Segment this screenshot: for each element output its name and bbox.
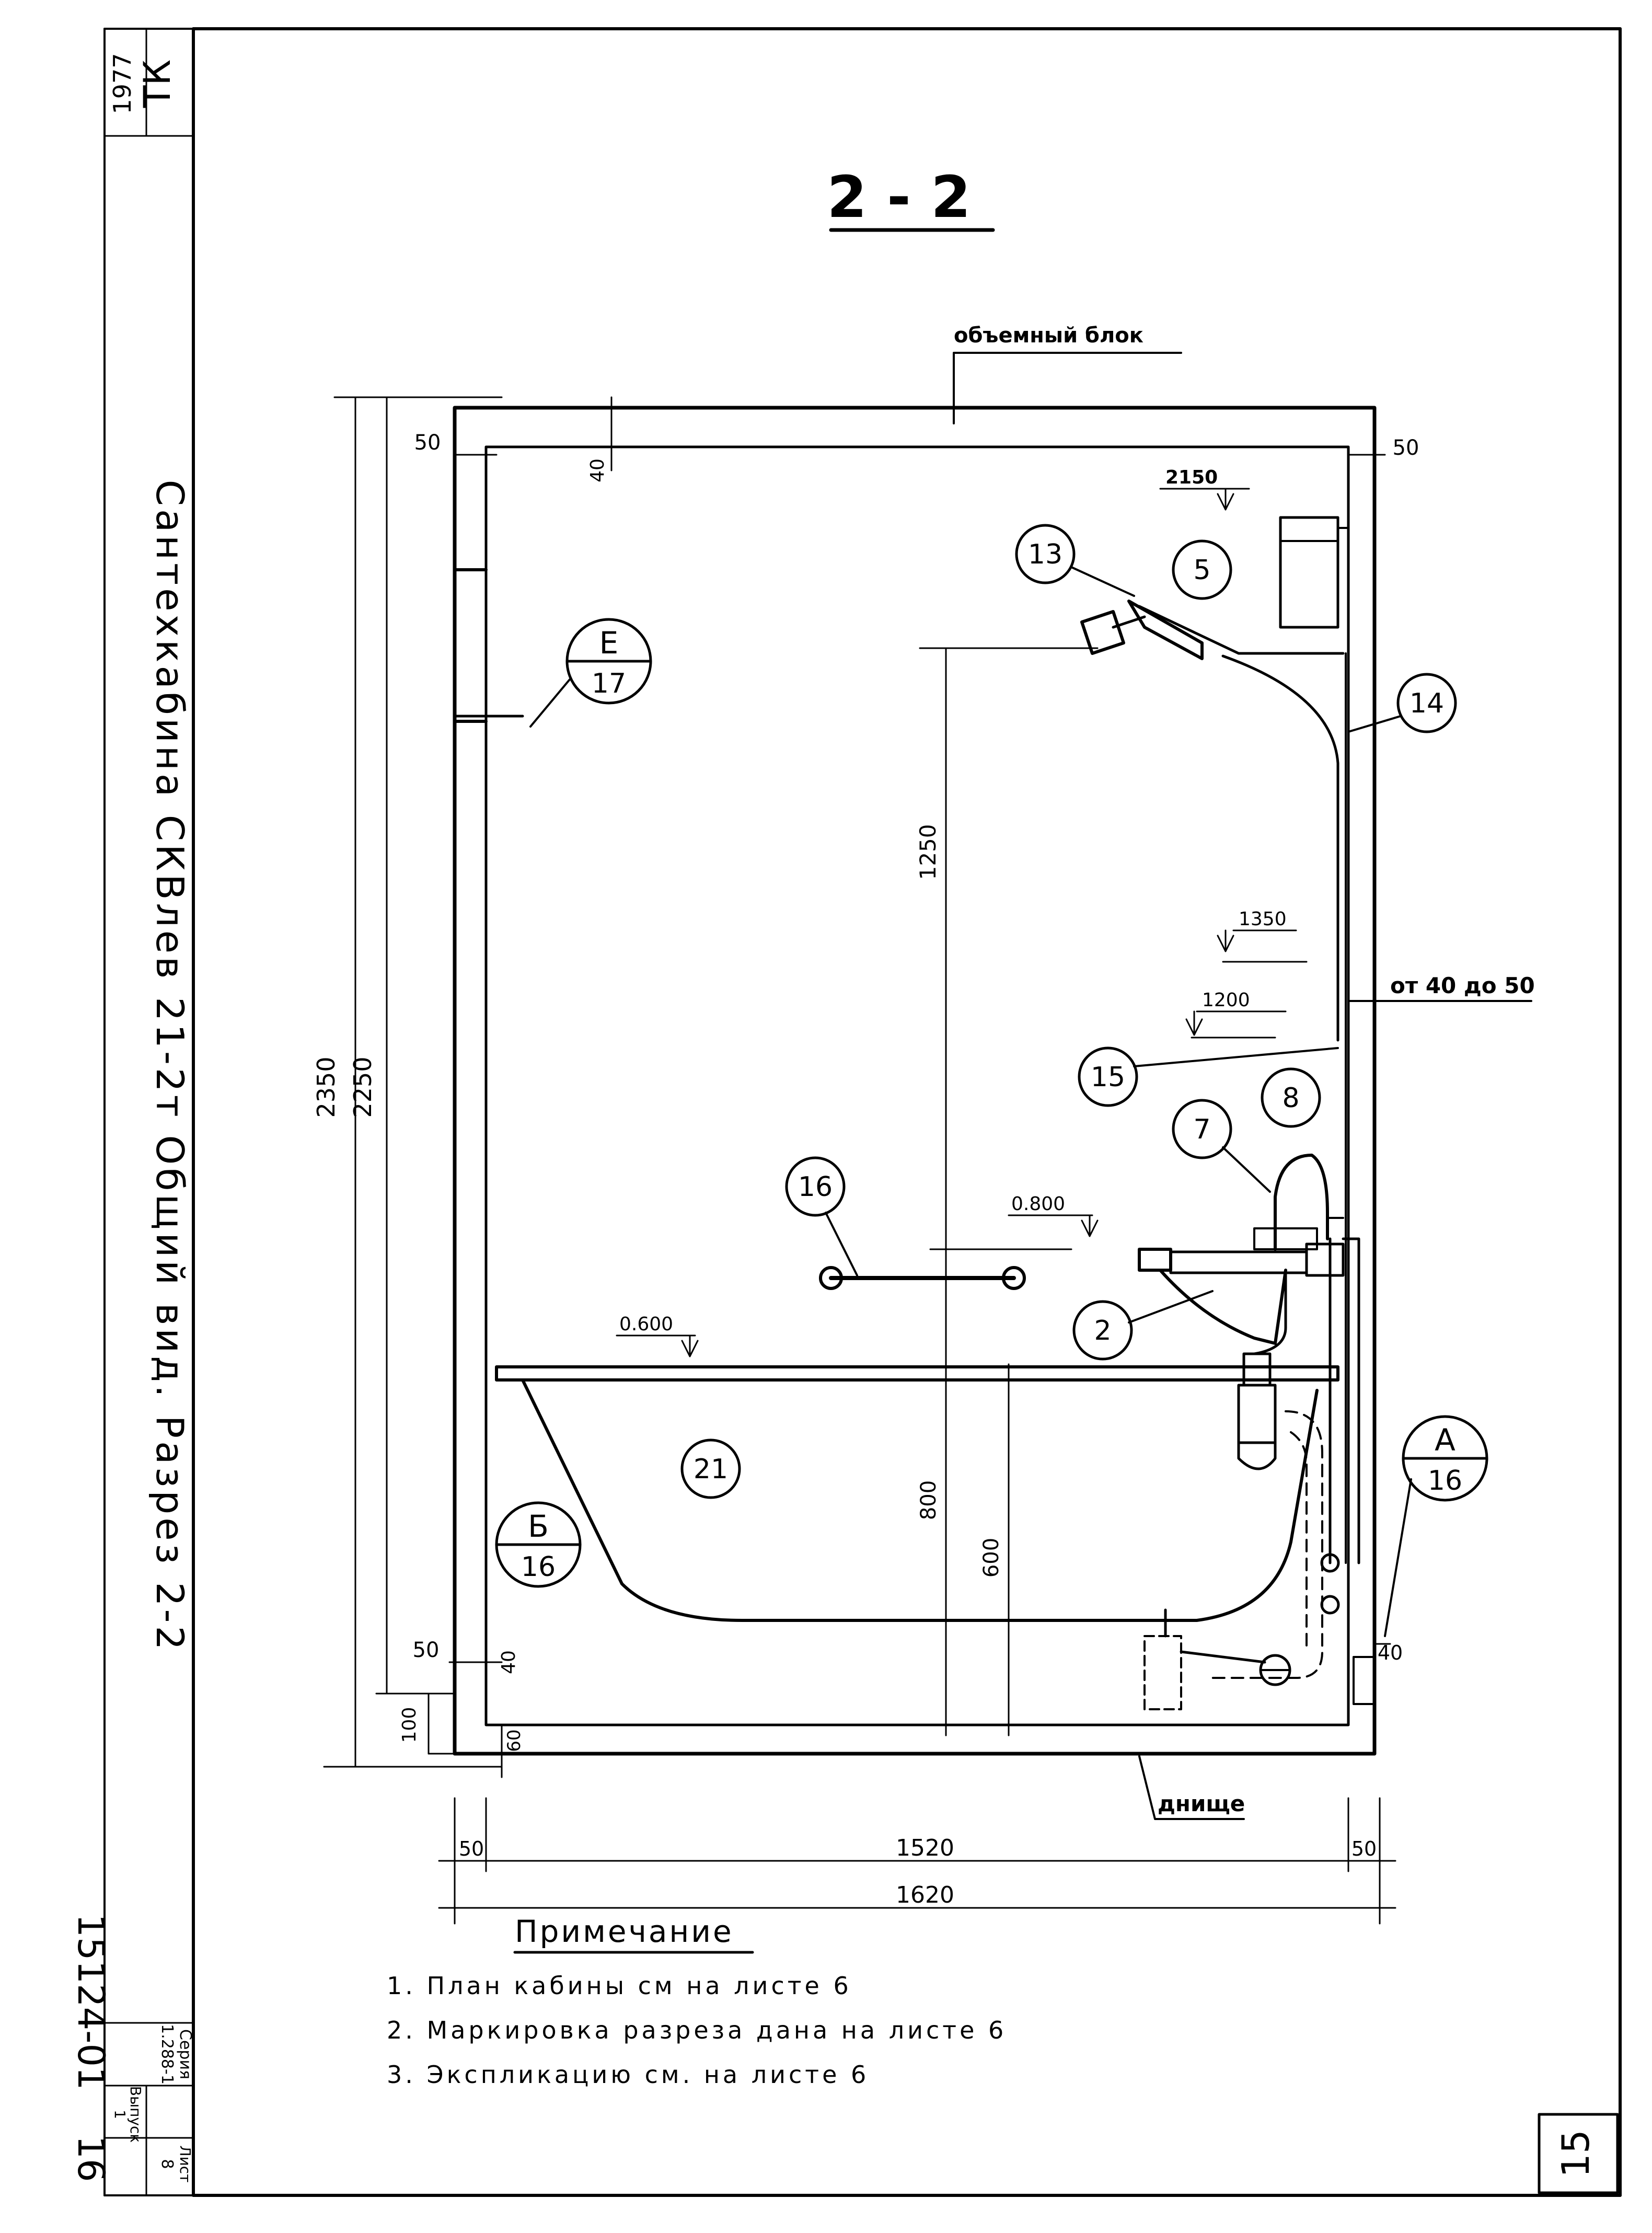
bottom-leader — [1138, 1755, 1245, 1820]
elevation-1200-label: 1200 — [1202, 989, 1250, 1011]
pos-16-bubble — [785, 1156, 858, 1276]
section-mark-e-letter: Е — [599, 625, 619, 661]
dim-overall-width: 1620 — [896, 1882, 954, 1908]
dim-bottom-wall: 40 — [498, 1650, 519, 1674]
pos-5-label: 5 — [1193, 555, 1210, 586]
dim-top-wall: 40 — [587, 458, 608, 482]
series-label: Серия — [176, 2029, 194, 2079]
dim-right-wall-top: 50 — [1393, 436, 1419, 460]
grab-bar — [819, 1266, 1026, 1290]
pos-7-bubble — [1172, 1099, 1271, 1193]
dim-floor: 60 — [504, 1729, 525, 1752]
pos-8-bubble — [1261, 1067, 1321, 1128]
dim-left-wall-bottom: 50 — [413, 1638, 440, 1662]
pos-14-bubble — [1347, 673, 1457, 733]
elevation-0800-label: 0.800 — [1011, 1193, 1065, 1215]
bottom-label: днище — [1158, 1791, 1245, 1816]
elevation-2150 — [1159, 488, 1250, 511]
dimensions-bottom — [438, 1797, 1396, 1925]
volume-block-label: объемный блок — [954, 324, 1143, 348]
pos-7-label: 7 — [1193, 1114, 1210, 1145]
dim-bottom-offset: 100 — [399, 1707, 420, 1743]
issue-label: Выпуск — [127, 2086, 144, 2143]
sheet-value: 8 — [158, 2159, 176, 2169]
pos-15-bubble — [1078, 1046, 1339, 1107]
dim-shower-height: 1250 — [915, 824, 941, 880]
pos-14-label: 14 — [1410, 688, 1444, 719]
dim-tub-rim: 600 — [979, 1538, 1003, 1578]
note-3: 3. Экспликацию см. на листе 6 — [387, 2061, 869, 2089]
drawing-title-vertical: Сантехкабина СКВлев 21-2т Общий вид. Раз… — [148, 480, 192, 1653]
section-mark-e-sheet: 17 — [592, 668, 626, 699]
note-2: 2. Маркировка разреза дана на листе 6 — [387, 2016, 1007, 2044]
sheet-label: Лист — [177, 2146, 194, 2183]
pos-2-bubble — [1072, 1290, 1214, 1361]
siphon-drain — [1143, 1352, 1323, 1710]
series-value: 1.288-1 — [158, 2024, 176, 2085]
elevation-0600 — [616, 1334, 699, 1357]
washbasin — [1138, 1154, 1360, 1615]
elevation-1350-label: 1350 — [1239, 908, 1287, 930]
elevation-1350 — [1217, 929, 1308, 963]
sheet-frame — [103, 27, 1622, 2197]
stamp-year: 1977 — [108, 53, 136, 114]
pos-21-label: 21 — [694, 1454, 728, 1485]
notes-heading: Примечание — [515, 1914, 734, 1949]
dim-overall-height: 2350 — [312, 1056, 340, 1118]
issue-value: 1 — [111, 2110, 129, 2119]
pos-2-label: 2 — [1094, 1315, 1111, 1346]
bathtub — [495, 1365, 1339, 1622]
section-mark-e — [453, 618, 652, 728]
elevation-0800 — [1008, 1214, 1099, 1237]
dim-left-wall-width: 50 — [459, 1837, 484, 1860]
section-mark-b-sheet: 16 — [521, 1551, 556, 1583]
pos-13-label: 13 — [1028, 539, 1062, 570]
drawing-number: 15124-01 — [70, 1914, 112, 2090]
dim-inner-height: 2250 — [349, 1056, 377, 1118]
dim-right-bottom: 40 — [1378, 1641, 1403, 1664]
elevation-heater: 2150 — [1165, 467, 1218, 488]
section-mark-b — [495, 1501, 582, 1588]
pos-5-bubble — [1172, 539, 1232, 600]
dim-right-wall-width: 50 — [1351, 1837, 1377, 1860]
pos-15-label: 15 — [1091, 1062, 1125, 1093]
section-mark-a-sheet: 16 — [1428, 1465, 1462, 1497]
section-mark-b-letter: Б — [528, 1509, 549, 1544]
shower-assembly — [1080, 600, 1347, 1564]
dim-tub-height: 800 — [917, 1480, 941, 1520]
section-title: 2 - 2 — [827, 164, 971, 231]
pos-13-bubble — [1015, 524, 1135, 597]
volume-block-leader — [953, 352, 1182, 424]
dim-inner-width: 1520 — [896, 1835, 954, 1861]
section-mark-a — [1384, 1415, 1488, 1637]
note-1: 1. План кабины см на листе 6 — [387, 1972, 852, 2000]
water-heater — [1279, 516, 1349, 629]
elevation-1200 — [1185, 1010, 1287, 1039]
stamp-code: ТК — [136, 60, 179, 108]
dim-left-wall-top: 50 — [414, 431, 441, 455]
pos-8-label: 8 — [1282, 1083, 1299, 1114]
pos-16-label: 16 — [798, 1171, 833, 1203]
pos-21-bubble — [680, 1438, 741, 1499]
cabin-outline — [453, 406, 1377, 1756]
sheet-corner-number: 15 — [1554, 2130, 1598, 2178]
page-number: 16 — [70, 2135, 112, 2182]
section-mark-a-letter: А — [1435, 1422, 1455, 1458]
elevation-0600-label: 0.600 — [619, 1314, 673, 1335]
dimensions-left — [323, 396, 503, 1768]
from-to-label: от 40 до 50 — [1390, 973, 1535, 998]
